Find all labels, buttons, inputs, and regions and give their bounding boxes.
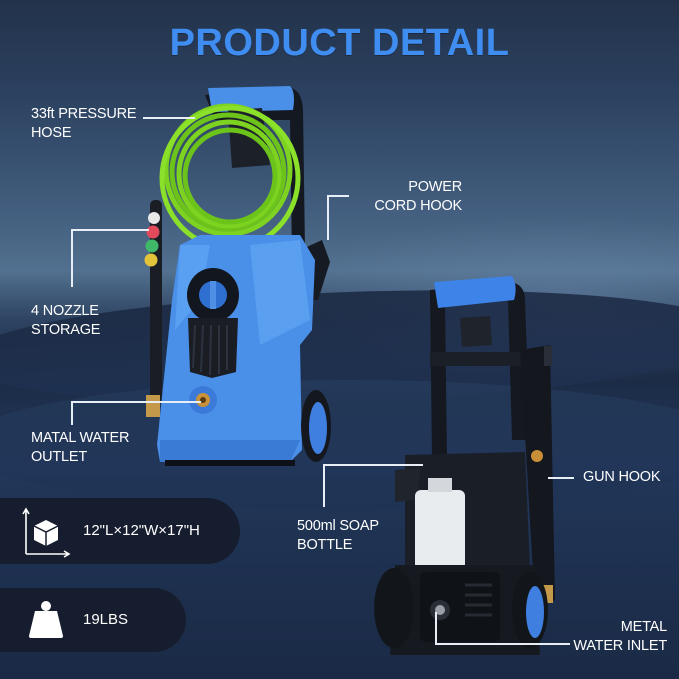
callout-nozzle-storage: 4 NOZZLE STORAGE xyxy=(31,302,100,340)
callout-soap-bottle: 500ml SOAP BOTTLE xyxy=(297,517,379,555)
callout-text: OUTLET xyxy=(31,449,87,465)
callout-line xyxy=(143,117,195,119)
callout-pressure-hose: 33ft PRESSURE HOSE xyxy=(31,105,137,143)
callout-line xyxy=(327,195,349,197)
callout-text: STORAGE xyxy=(31,322,101,338)
dimensions-value: 12"L×12"W×17"H xyxy=(83,522,200,539)
callout-power-cord-hook: POWER CORD HOOK xyxy=(340,178,462,216)
callout-text: MATAL WATER xyxy=(31,430,130,446)
dimension-cube-icon xyxy=(22,507,71,558)
callout-line xyxy=(71,401,73,425)
callout-text: 33ft PRESSURE xyxy=(31,106,137,122)
callout-line xyxy=(323,464,423,466)
callout-text: GUN HOOK xyxy=(583,469,661,485)
callout-water-outlet: MATAL WATER OUTLET xyxy=(31,429,129,467)
callout-text: CORD HOOK xyxy=(374,198,462,214)
callout-line xyxy=(327,195,329,240)
callout-text: BOTTLE xyxy=(297,537,353,553)
callout-line xyxy=(323,464,325,507)
weight-icon xyxy=(29,601,63,638)
callout-line xyxy=(71,401,201,403)
weight-value: 19LBS xyxy=(83,611,129,628)
callout-text: HOSE xyxy=(31,125,72,141)
callout-gun-hook: GUN HOOK xyxy=(583,468,661,487)
callout-line xyxy=(435,612,437,644)
callout-text: METAL xyxy=(620,619,667,635)
spec-dimensions: 12"L×12"W×17"H xyxy=(0,498,240,564)
callout-text: 4 NOZZLE xyxy=(31,303,99,319)
callout-line xyxy=(71,229,149,231)
page-title: PRODUCT DETAIL xyxy=(169,22,510,64)
callout-water-inlet: METAL WATER INLET xyxy=(560,618,667,656)
callout-text: WATER INLET xyxy=(573,638,667,654)
callout-line xyxy=(435,643,570,645)
callout-text: 500ml SOAP xyxy=(297,518,379,534)
callout-text: POWER xyxy=(408,179,462,195)
callout-line xyxy=(548,477,574,479)
callout-line xyxy=(71,229,73,287)
spec-weight: 19LBS xyxy=(0,588,186,652)
